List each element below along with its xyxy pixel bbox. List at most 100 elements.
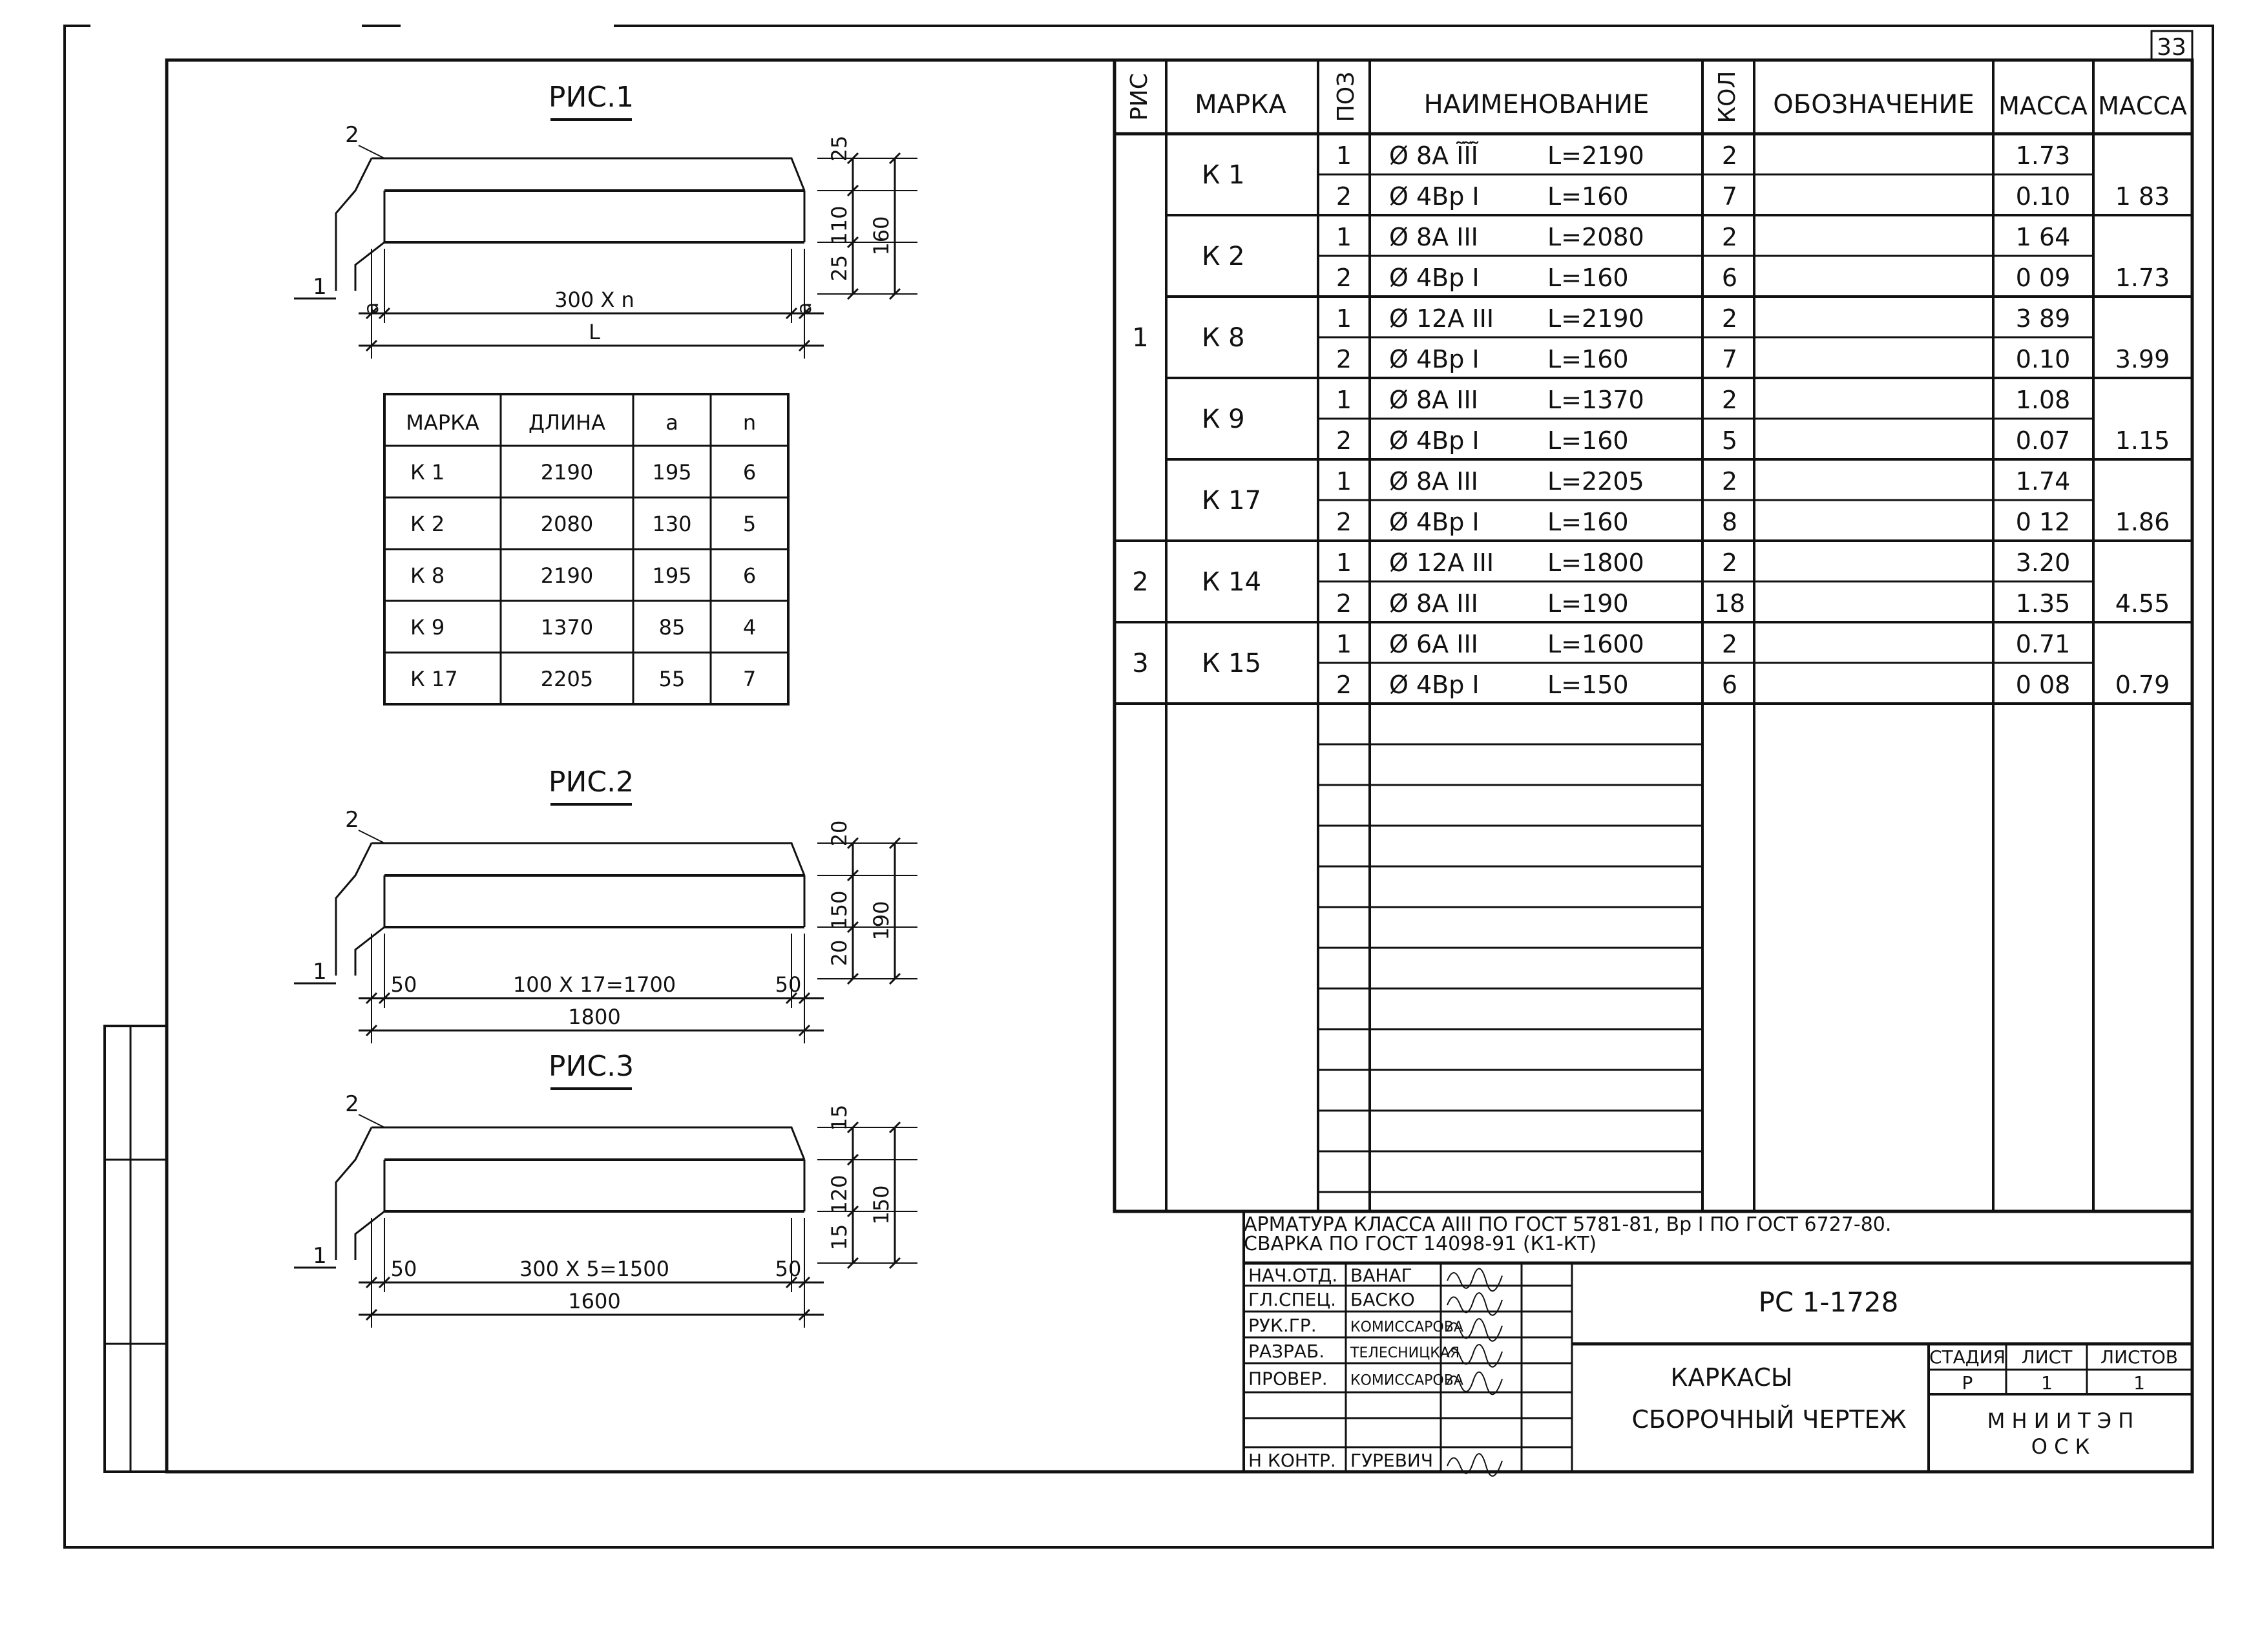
spec-qty: 8 xyxy=(1722,508,1737,536)
fig2-title: РИС.2 xyxy=(549,766,634,799)
drawing-title-1: КАРКАСЫ xyxy=(1671,1363,1793,1392)
title-block-role: ГЛ.СПЕЦ. xyxy=(1248,1289,1336,1310)
spec-total-mass: 4.55 xyxy=(2115,589,2170,618)
dim-tick xyxy=(378,992,391,1005)
dim-tick xyxy=(365,1308,378,1321)
fig1-title: РИС.1 xyxy=(549,81,634,114)
length-table-cell: 195 xyxy=(652,563,691,588)
spec-header-mark: МАРКА xyxy=(1195,90,1286,120)
organization-2: О С К xyxy=(2031,1434,2090,1459)
spec-mass: 1.08 xyxy=(2016,386,2071,414)
spec-pos: 1 xyxy=(1336,386,1352,414)
note-line-2: СВАРКА ПО ГОСТ 14098-91 (К1-КТ) xyxy=(1244,1233,1597,1255)
dim-value: 15 xyxy=(827,1105,852,1131)
dim-value: 20 xyxy=(827,821,852,847)
spec-qty: 2 xyxy=(1722,549,1737,577)
title-block-role: Н КОНТР. xyxy=(1248,1450,1336,1471)
sheet-number: 33 xyxy=(2157,34,2186,61)
sheet-border xyxy=(63,25,2214,1549)
spec-pos: 1 xyxy=(1336,467,1352,496)
length-table-cell: 2205 xyxy=(541,667,593,691)
dim-tick xyxy=(378,307,391,320)
spec-length: L=160 xyxy=(1547,345,1629,373)
spec-diameter: Ø 4Bp I xyxy=(1389,345,1480,373)
spec-diameter: Ø 4Bp I xyxy=(1389,182,1480,211)
spec-total-mass: 3.99 xyxy=(2115,345,2170,373)
spec-diameter: Ø 4Bp I xyxy=(1389,264,1480,292)
dim-tick xyxy=(365,339,378,352)
title-block-name: ТЕЛЕСНИЦКАЯ xyxy=(1350,1345,1460,1361)
dim-tick xyxy=(888,1257,901,1270)
spec-fig-number: 3 xyxy=(1132,649,1148,678)
spec-diameter: Ø 6A III xyxy=(1389,630,1478,658)
dim-tick xyxy=(846,1257,859,1270)
length-table-cell: 2190 xyxy=(541,460,593,485)
title-block-role: РАЗРАБ. xyxy=(1248,1341,1325,1362)
spec-mark: К 9 xyxy=(1202,404,1245,434)
spec-qty: 6 xyxy=(1722,264,1737,292)
spec-header-mass: МАССА xyxy=(2098,92,2187,120)
spec-pos: 1 xyxy=(1336,141,1352,170)
length-table-cell: 130 xyxy=(652,512,691,536)
length-table-cell: К 9 xyxy=(410,615,445,640)
length-table-cell: 1370 xyxy=(541,615,593,640)
spec-mass: 0 09 xyxy=(2016,264,2071,292)
length-table-header: МАРКА xyxy=(406,410,479,435)
dim-tick xyxy=(785,992,798,1005)
spec-total-mass: 1.86 xyxy=(2115,508,2170,536)
spec-length: L=2080 xyxy=(1547,223,1644,251)
spec-mark: К 15 xyxy=(1202,649,1261,678)
length-table-cell: 2080 xyxy=(541,512,593,536)
dim-tick xyxy=(846,288,859,300)
position-2-label: 2 xyxy=(345,807,359,833)
spec-mass: 0 08 xyxy=(2016,671,2071,699)
dim-tick xyxy=(846,837,859,850)
leader xyxy=(358,145,385,159)
title-block-name: ГУРЕВИЧ xyxy=(1350,1450,1433,1471)
spec-qty: 18 xyxy=(1714,589,1745,618)
dim-value: 110 xyxy=(827,205,852,245)
spec-length: L=1600 xyxy=(1547,630,1644,658)
signature xyxy=(1447,1268,1503,1291)
dim-value: L xyxy=(589,320,600,344)
spec-header-fig: РИС xyxy=(1126,73,1153,121)
spec-diameter: Ø 8A ĨĨĨ xyxy=(1389,141,1479,170)
spec-mark: К 2 xyxy=(1202,242,1245,271)
spec-pos: 1 xyxy=(1336,304,1352,333)
title-block-role: ПРОВЕР. xyxy=(1248,1368,1328,1390)
rebar-outline xyxy=(372,1126,806,1160)
spec-pos: 2 xyxy=(1336,508,1352,536)
spec-length: L=2190 xyxy=(1547,141,1644,170)
spec-qty: 2 xyxy=(1722,223,1737,251)
spec-length: L=160 xyxy=(1547,508,1629,536)
length-table-header: n xyxy=(743,410,756,435)
spec-header-qty: КОЛ xyxy=(1714,71,1741,123)
note-line-1: АРМАТУРА КЛАССА AIII ПО ГОСТ 5781-81, Bp… xyxy=(1244,1213,1891,1236)
dim-value: 150 xyxy=(869,1185,894,1224)
dim-tick xyxy=(888,1121,901,1134)
dim-tick xyxy=(888,972,901,985)
spec-mass: 1.35 xyxy=(2016,589,2071,618)
title-block-name: ВАНАГ xyxy=(1350,1265,1412,1286)
spec-table xyxy=(1113,58,2194,1213)
length-table-cell: 85 xyxy=(659,615,686,640)
dim-value: 1800 xyxy=(568,1005,620,1029)
dim-value: 25 xyxy=(827,136,852,162)
dim-tick xyxy=(846,972,859,985)
spec-mass: 1 64 xyxy=(2016,223,2071,251)
rebar-outline xyxy=(372,842,806,876)
spec-qty: 2 xyxy=(1722,304,1737,333)
spec-length: L=2205 xyxy=(1547,467,1644,496)
position-1-label: 1 xyxy=(313,959,327,985)
spec-mass: 1.73 xyxy=(2016,141,2071,170)
dim-tick xyxy=(846,921,859,934)
spec-diameter: Ø 8A III xyxy=(1389,223,1478,251)
title-block-role: РУК.ГР. xyxy=(1248,1315,1317,1336)
spec-qty: 6 xyxy=(1722,671,1737,699)
spec-length: L=150 xyxy=(1547,671,1629,699)
spec-mass: 0.10 xyxy=(2016,182,2071,211)
length-table-cell: 6 xyxy=(743,563,756,588)
spec-qty: 7 xyxy=(1722,182,1737,211)
spec-length: L=2190 xyxy=(1547,304,1644,333)
